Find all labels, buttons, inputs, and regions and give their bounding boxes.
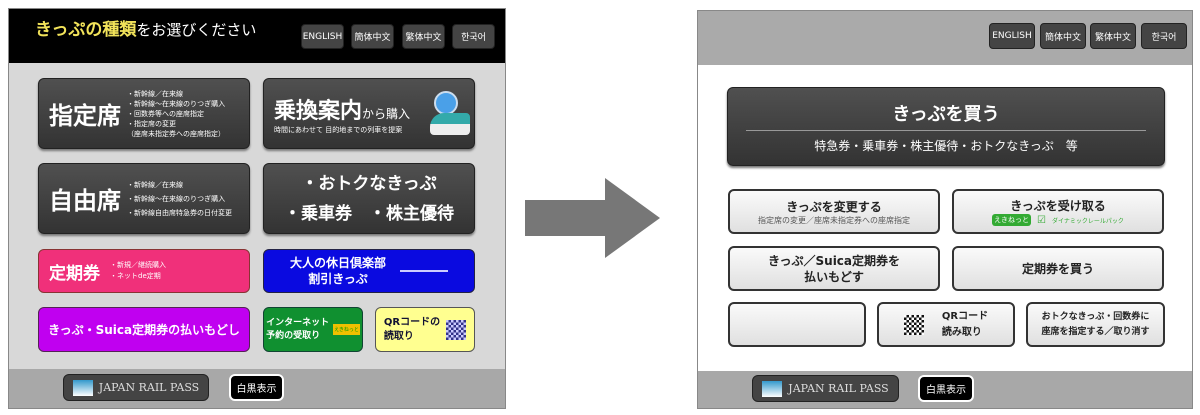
qr-line2: 読取り xyxy=(383,330,414,342)
lang-simplified-chinese[interactable]: 簡体中文 xyxy=(1040,23,1086,49)
lang-korean[interactable]: 한국어 xyxy=(1141,23,1187,49)
arrow-right-icon xyxy=(525,178,660,258)
dynamic-rail-pack-badge: ダイナミックレールパック xyxy=(1051,217,1124,225)
change-subtitle: 指定席の変更／座席未指定券への座席指定 xyxy=(758,215,910,225)
lang-english[interactable]: ENGLISH xyxy=(989,23,1035,49)
commuter-pass-button[interactable]: 定期券 ・新規／継続購入・ネットde定期 xyxy=(38,249,250,293)
ekinet-badge: えきねっと xyxy=(333,324,360,335)
reserved-label: 指定席 xyxy=(49,102,121,130)
page-title: きっぷの種類をお選びください xyxy=(35,15,256,40)
lang-english[interactable]: ENGLISH xyxy=(301,24,344,49)
internet-reservation-button[interactable]: インターネット予約の受取り えきねっと xyxy=(263,307,363,352)
otona-club-button[interactable]: 大人の休日倶楽部割引きっぷ xyxy=(263,249,475,293)
qr-line2: 読み取り xyxy=(941,326,982,338)
reserved-seat-button[interactable]: 指定席 ・新幹線／在来線・新幹線～在来線のりつぎ購入・回数券等への座席指定・指定… xyxy=(38,78,250,149)
note: ・新幹線～在来線のりつぎ購入 xyxy=(127,99,226,108)
note: ・新幹線／在来線 xyxy=(127,89,183,98)
refund-button[interactable]: きっぷ／Suica定期券を払いもどす xyxy=(728,246,940,291)
title-highlight: きっぷの種類 xyxy=(35,20,137,40)
note: ・新規／継続購入 xyxy=(110,261,166,269)
commuter-label: 定期券 xyxy=(49,263,100,284)
note: ・新幹線自由席特急券の日付変更 xyxy=(127,208,232,217)
mount-fuji-icon xyxy=(762,380,783,397)
ekinet-badge: えきねっと xyxy=(992,214,1031,226)
transfer-label: 乗換案内 xyxy=(274,98,363,124)
qr-code-icon xyxy=(446,319,467,340)
train-icon xyxy=(430,113,470,135)
qr-code-icon xyxy=(903,314,924,335)
unreserved-label: 自由席 xyxy=(49,187,121,215)
seat-line2: 座席を指定する／取り消す xyxy=(1041,326,1150,337)
check-icon: ☑ xyxy=(1036,214,1046,226)
note: ・新幹線～在来線のりつぎ購入 xyxy=(127,194,226,203)
buy-subtitle: 特急券・乗車券・株主優待・おトクなきっぷ 等 xyxy=(814,138,1078,153)
japan-rail-pass-button[interactable]: JAPAN RAIL PASS xyxy=(752,375,899,402)
deals-button[interactable]: ・おトクなきっぷ・乗車券 ・株主優待 xyxy=(263,163,475,234)
jrpass-label: JAPAN RAIL PASS xyxy=(788,382,889,395)
clock-icon xyxy=(434,91,458,115)
qr-read-button[interactable]: QRコードの読取り xyxy=(375,307,475,352)
seat-line1: おトクなきっぷ・回数券に xyxy=(1041,311,1150,322)
otona-line2: 割引きっぷ xyxy=(308,272,368,286)
receive-ticket-button[interactable]: きっぷを受け取る えきねっと ☑ ダイナミックレールパック xyxy=(952,189,1164,234)
buy-ticket-button[interactable]: きっぷを買う 特急券・乗車券・株主優待・おトクなきっぷ 等 xyxy=(727,87,1165,166)
change-ticket-button[interactable]: きっぷを変更する 指定席の変更／座席未指定券への座席指定 xyxy=(728,189,940,234)
otona-line1: 大人の休日倶楽部 xyxy=(289,256,386,270)
internet-line1: インターネット xyxy=(266,317,330,328)
refund-line1: きっぷ／Suica定期券を xyxy=(767,253,901,268)
otona-club-button[interactable] xyxy=(728,302,866,347)
qr-read-button[interactable]: QRコード読み取り xyxy=(877,302,1015,347)
transfer-guide-button[interactable]: 乗換案内から購入 時間にあわせて 目的地までの列車を提案 xyxy=(263,78,475,149)
title-rest: をお選びください xyxy=(136,21,257,39)
japan-rail-pass-button[interactable]: JAPAN RAIL PASS xyxy=(63,374,209,401)
lang-traditional-chinese[interactable]: 繁体中文 xyxy=(1090,23,1136,49)
note: ・新幹線／在来線 xyxy=(127,180,183,189)
deals-line1: ・おトクなきっぷ xyxy=(301,173,437,194)
qr-line1: QRコード xyxy=(941,310,989,322)
note: ・回数券等への座席指定 xyxy=(127,109,204,118)
seat-reservation-button[interactable]: おトクなきっぷ・回数券に座席を指定する／取り消す xyxy=(1026,302,1165,347)
refund-line2: 払いもどす xyxy=(804,269,864,284)
monochrome-button[interactable]: 白黒表示 xyxy=(918,375,974,402)
monochrome-button[interactable]: 白黒表示 xyxy=(229,374,284,401)
lang-korean[interactable]: 한국어 xyxy=(452,24,495,49)
jrpass-label: JAPAN RAIL PASS xyxy=(98,381,200,394)
buy-title: きっぷを買う xyxy=(746,100,1146,131)
refund-button[interactable]: きっぷ・Suica定期券の払いもどし xyxy=(38,307,250,352)
otona-logo xyxy=(400,270,448,272)
mount-fuji-icon xyxy=(72,379,93,396)
new-screen: ENGLISH 簡体中文 繁体中文 한국어 きっぷを買う 特急券・乗車券・株主優… xyxy=(697,10,1193,409)
buy-commuter-pass-button[interactable]: 定期券を買う xyxy=(952,246,1164,291)
unreserved-seat-button[interactable]: 自由席 ・新幹線／在来線・新幹線～在来線のりつぎ購入・新幹線自由席特急券の日付変… xyxy=(38,163,250,234)
lang-simplified-chinese[interactable]: 簡体中文 xyxy=(351,24,394,49)
transfer-suffix: から購入 xyxy=(362,106,411,121)
internet-line2: 予約の受取り xyxy=(266,330,321,341)
old-screen: きっぷの種類をお選びください ENGLISH 簡体中文 繁体中文 한국어 指定席… xyxy=(8,8,506,409)
lang-traditional-chinese[interactable]: 繁体中文 xyxy=(402,24,445,49)
change-title: きっぷを変更する xyxy=(786,199,882,214)
note: ・ネットde定期 xyxy=(110,272,161,280)
note: （座席未指定券への座席指定） xyxy=(127,129,225,138)
deals-line2: ・乗車券 ・株主優待 xyxy=(284,203,454,224)
transfer-note: 時間にあわせて 目的地までの列車を提案 xyxy=(274,125,403,134)
receive-title: きっぷを受け取る xyxy=(1010,199,1106,213)
note: ・指定席の変更 xyxy=(127,119,176,128)
qr-line1: QRコードの xyxy=(383,316,441,328)
